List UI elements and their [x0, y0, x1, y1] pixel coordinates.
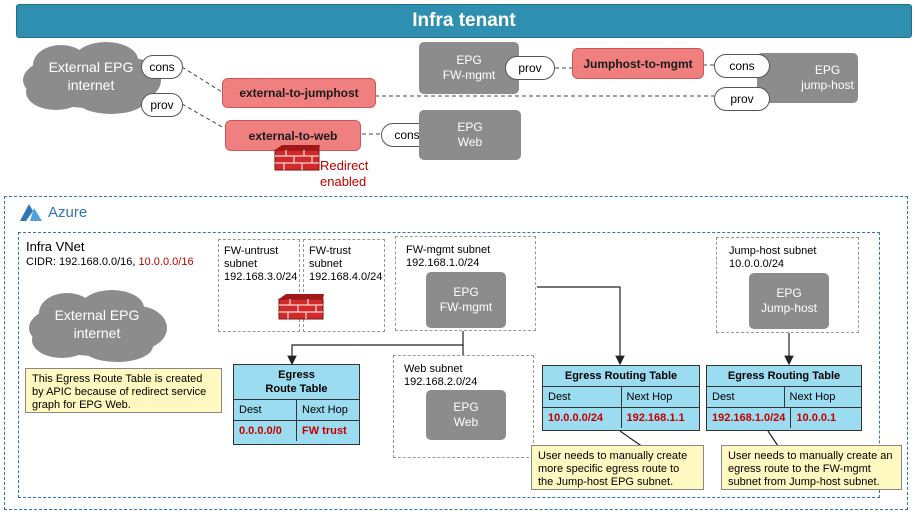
azure-logo-icon	[20, 204, 42, 221]
contract-jumphost-to-mgmt[interactable]: Jumphost-to-mgmt	[572, 48, 704, 79]
epg-fw-mgmt-tenant[interactable]: EPG FW-mgmt	[419, 42, 519, 94]
egress-routing-table-fw-mgmt: Egress Routing Table Dest Next Hop 10.0.0…	[542, 365, 700, 431]
egress-route-table-web: Egress Route Table Dest Next Hop 0.0.0.0/…	[233, 364, 360, 445]
rt-dest-header: Dest	[239, 404, 262, 416]
rt-title: Egress Routing Table	[707, 366, 861, 387]
vnet-cidr: CIDR: 192.168.0.0/16, 10.0.0.0/16	[26, 256, 194, 268]
rt-dest-value: 0.0.0.0/0	[239, 425, 282, 437]
cons-pill: cons	[141, 55, 183, 79]
firewall-icon-azure	[278, 294, 324, 320]
rt-title: Egress Route Table	[234, 365, 359, 400]
fwmgmt-to-rt-arrow	[537, 286, 625, 366]
cons-pill-jump: cons	[714, 54, 770, 78]
cidr-secondary: 10.0.0.0/16	[138, 256, 194, 268]
cons-to-jumphost-line	[181, 66, 223, 93]
epg-jump-host-tenant[interactable]: EPG jump-host	[757, 53, 858, 103]
epg-jump-host-azure[interactable]: EPG Jump-host	[749, 273, 829, 329]
egress-routing-table-jump-host: Egress Routing Table Dest Next Hop 192.16…	[706, 365, 862, 431]
epg-web-tenant[interactable]: EPG Web	[419, 110, 521, 160]
external-epg-cloud-icon-azure	[29, 290, 167, 362]
tenant-banner: Infra tenant	[16, 4, 912, 38]
rt-hop-header: Next Hop	[620, 387, 700, 407]
azure-region	[4, 196, 908, 510]
rt-hop-header: Next Hop	[783, 387, 862, 407]
epg-fw-mgmt-azure[interactable]: EPG FW-mgmt	[426, 272, 506, 328]
fw-mgmt-subnet-label: FW-mgmt subnet 192.168.1.0/24	[406, 244, 491, 269]
rt-hop-header: Next Hop	[296, 400, 359, 420]
prov-pill-jump: prov	[714, 87, 770, 111]
note-manual-route-jump: User needs to manually create an egress …	[721, 445, 902, 490]
firewall-icon	[274, 145, 320, 171]
jump-host-subnet-label: Jump-host subnet 10.0.0.0/24	[729, 245, 817, 270]
rt-dest-header: Dest	[712, 391, 735, 403]
rt-hop-value: FW trust	[296, 421, 359, 441]
epg-web-azure[interactable]: EPG Web	[426, 390, 506, 440]
external-epg-label-azure: External EPG internet	[54, 307, 140, 341]
note-apic-route-table: This Egress Route Table is created by AP…	[25, 368, 222, 413]
azure-label: Azure	[48, 204, 88, 221]
note-manual-route-mgmt: User needs to manually create more speci…	[531, 445, 704, 490]
vnet-name: Infra VNet	[26, 239, 85, 254]
redirect-enabled-label: Redirect enabled	[320, 158, 369, 189]
fw-to-egress-arrow	[287, 328, 464, 366]
prov-pill-mgmt: prov	[505, 56, 555, 80]
rt-title: Egress Routing Table	[543, 366, 699, 387]
fw-untrust-subnet: FW-untrust subnet 192.168.3.0/24	[218, 239, 300, 332]
prov-to-web-line	[181, 103, 225, 129]
rt-dest-header: Dest	[548, 391, 571, 403]
web-subnet: Web subnet 192.168.2.0/24	[393, 355, 534, 458]
rt-dest-value: 10.0.0.0/24	[548, 412, 604, 424]
rt-hop-value: 192.168.1.1	[620, 408, 700, 428]
prov-pill: prov	[141, 93, 183, 117]
web-subnet-label: Web subnet 192.168.2.0/24	[404, 363, 478, 388]
external-epg-label: External EPG internet	[48, 59, 134, 93]
rt-jump-callout-line	[767, 430, 779, 447]
contract-external-to-jumphost[interactable]: external-to-jumphost	[222, 78, 376, 108]
rt-dest-value: 192.168.1.0/24	[712, 412, 786, 424]
rt-hop-value: 10.0.0.1	[790, 408, 861, 428]
cidr-primary: CIDR: 192.168.0.0/16,	[26, 256, 139, 268]
infra-vnet	[18, 232, 880, 498]
